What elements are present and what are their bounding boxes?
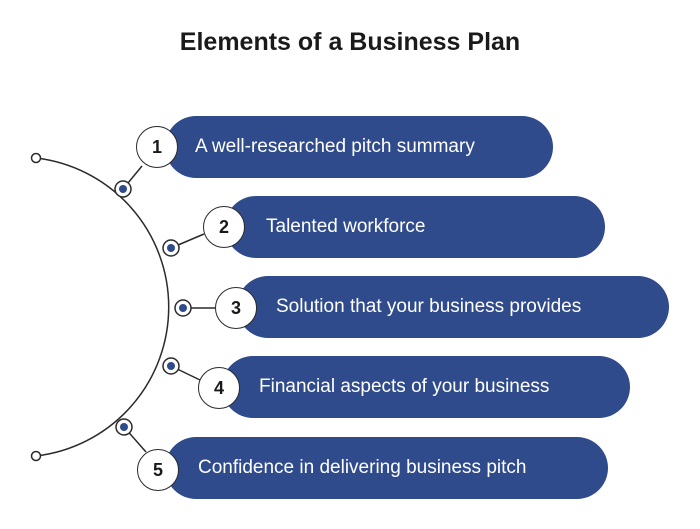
item-pill-2: Talented workforce <box>225 196 605 258</box>
item-number-badge-5: 5 <box>137 449 179 491</box>
arc-node-2 <box>162 239 180 257</box>
arc-start-endpoint <box>30 152 42 164</box>
diagram-title: Elements of a Business Plan <box>179 28 521 56</box>
item-pill-1: A well-researched pitch summary <box>165 116 553 178</box>
item-label-2: Talented workforce <box>266 216 426 237</box>
arc-node-5 <box>115 418 133 436</box>
arc-node-1 <box>114 180 132 198</box>
item-number-badge-3: 3 <box>215 287 257 329</box>
arc-node-4 <box>162 357 180 375</box>
arc-end-endpoint <box>30 450 42 462</box>
arc-node-3 <box>174 299 192 317</box>
item-label-4: Financial aspects of your business <box>259 376 550 397</box>
item-number-badge-4: 4 <box>198 367 240 409</box>
item-number-badge-1: 1 <box>136 126 178 168</box>
item-label-3: Solution that your business provides <box>276 296 582 317</box>
item-number-badge-2: 2 <box>203 206 245 248</box>
item-pill-3: Solution that your business provides <box>237 276 669 338</box>
item-pill-4: Financial aspects of your business <box>222 356 630 418</box>
main-arc <box>35 157 170 457</box>
item-pill-5: Confidence in delivering business pitch <box>165 437 608 499</box>
item-label-1: A well-researched pitch summary <box>195 136 475 157</box>
item-label-5: Confidence in delivering business pitch <box>198 457 527 478</box>
